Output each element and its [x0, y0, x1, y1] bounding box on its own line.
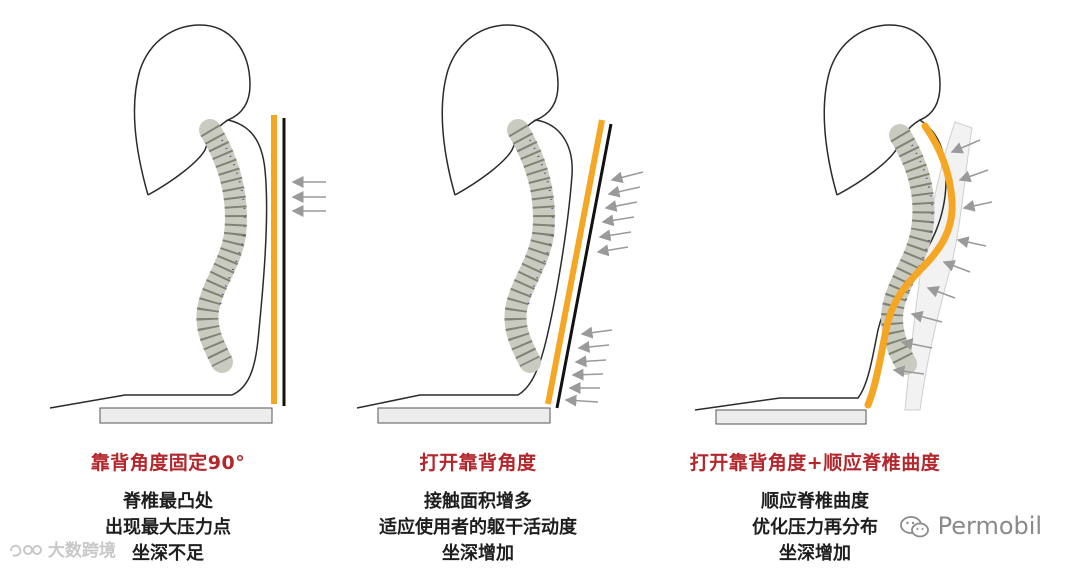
- wechat-icon: [900, 515, 930, 539]
- caption-title: 打开靠背角度+顺应脊椎曲度: [650, 448, 980, 475]
- caption-line: 适应使用者的躯干活动度: [313, 515, 643, 541]
- watermark-right: Permobil: [900, 512, 1042, 540]
- dashuju-logo-icon: [8, 542, 42, 560]
- caption-title: 靠背角度固定90°: [3, 448, 333, 475]
- seat-cushion: [716, 410, 866, 424]
- caption-line: 坐深增加: [313, 541, 643, 567]
- watermark-left-text: 大数跨境: [48, 541, 116, 561]
- watermark-left: 大数跨境: [8, 536, 116, 561]
- seat-cushion: [100, 408, 272, 423]
- caption-panel-2: 打开靠背角度 接触面积增多 适应使用者的躯干活动度 坐深增加: [313, 448, 643, 567]
- caption-line: 脊椎最凸处: [3, 489, 333, 515]
- spine: [515, 130, 552, 362]
- pressure-arrows: [566, 172, 643, 402]
- spine: [207, 130, 244, 362]
- panel-2-figure: [357, 25, 643, 423]
- caption-panel-3: 打开靠背角度+顺应脊椎曲度 顺应脊椎曲度 优化压力再分布 坐深增加: [650, 448, 980, 567]
- panel-1-figure: [50, 25, 326, 423]
- backrest-frame: [557, 124, 611, 408]
- seat-cushion: [378, 408, 550, 423]
- caption-line: 接触面积增多: [313, 489, 643, 515]
- pressure-arrows: [293, 182, 326, 211]
- caption-line: 坐深增加: [650, 541, 980, 567]
- panel-3-figure: [695, 25, 992, 424]
- seating-diagram: [0, 0, 1080, 440]
- watermark-right-text: Permobil: [938, 512, 1042, 540]
- caption-title: 打开靠背角度: [313, 448, 643, 475]
